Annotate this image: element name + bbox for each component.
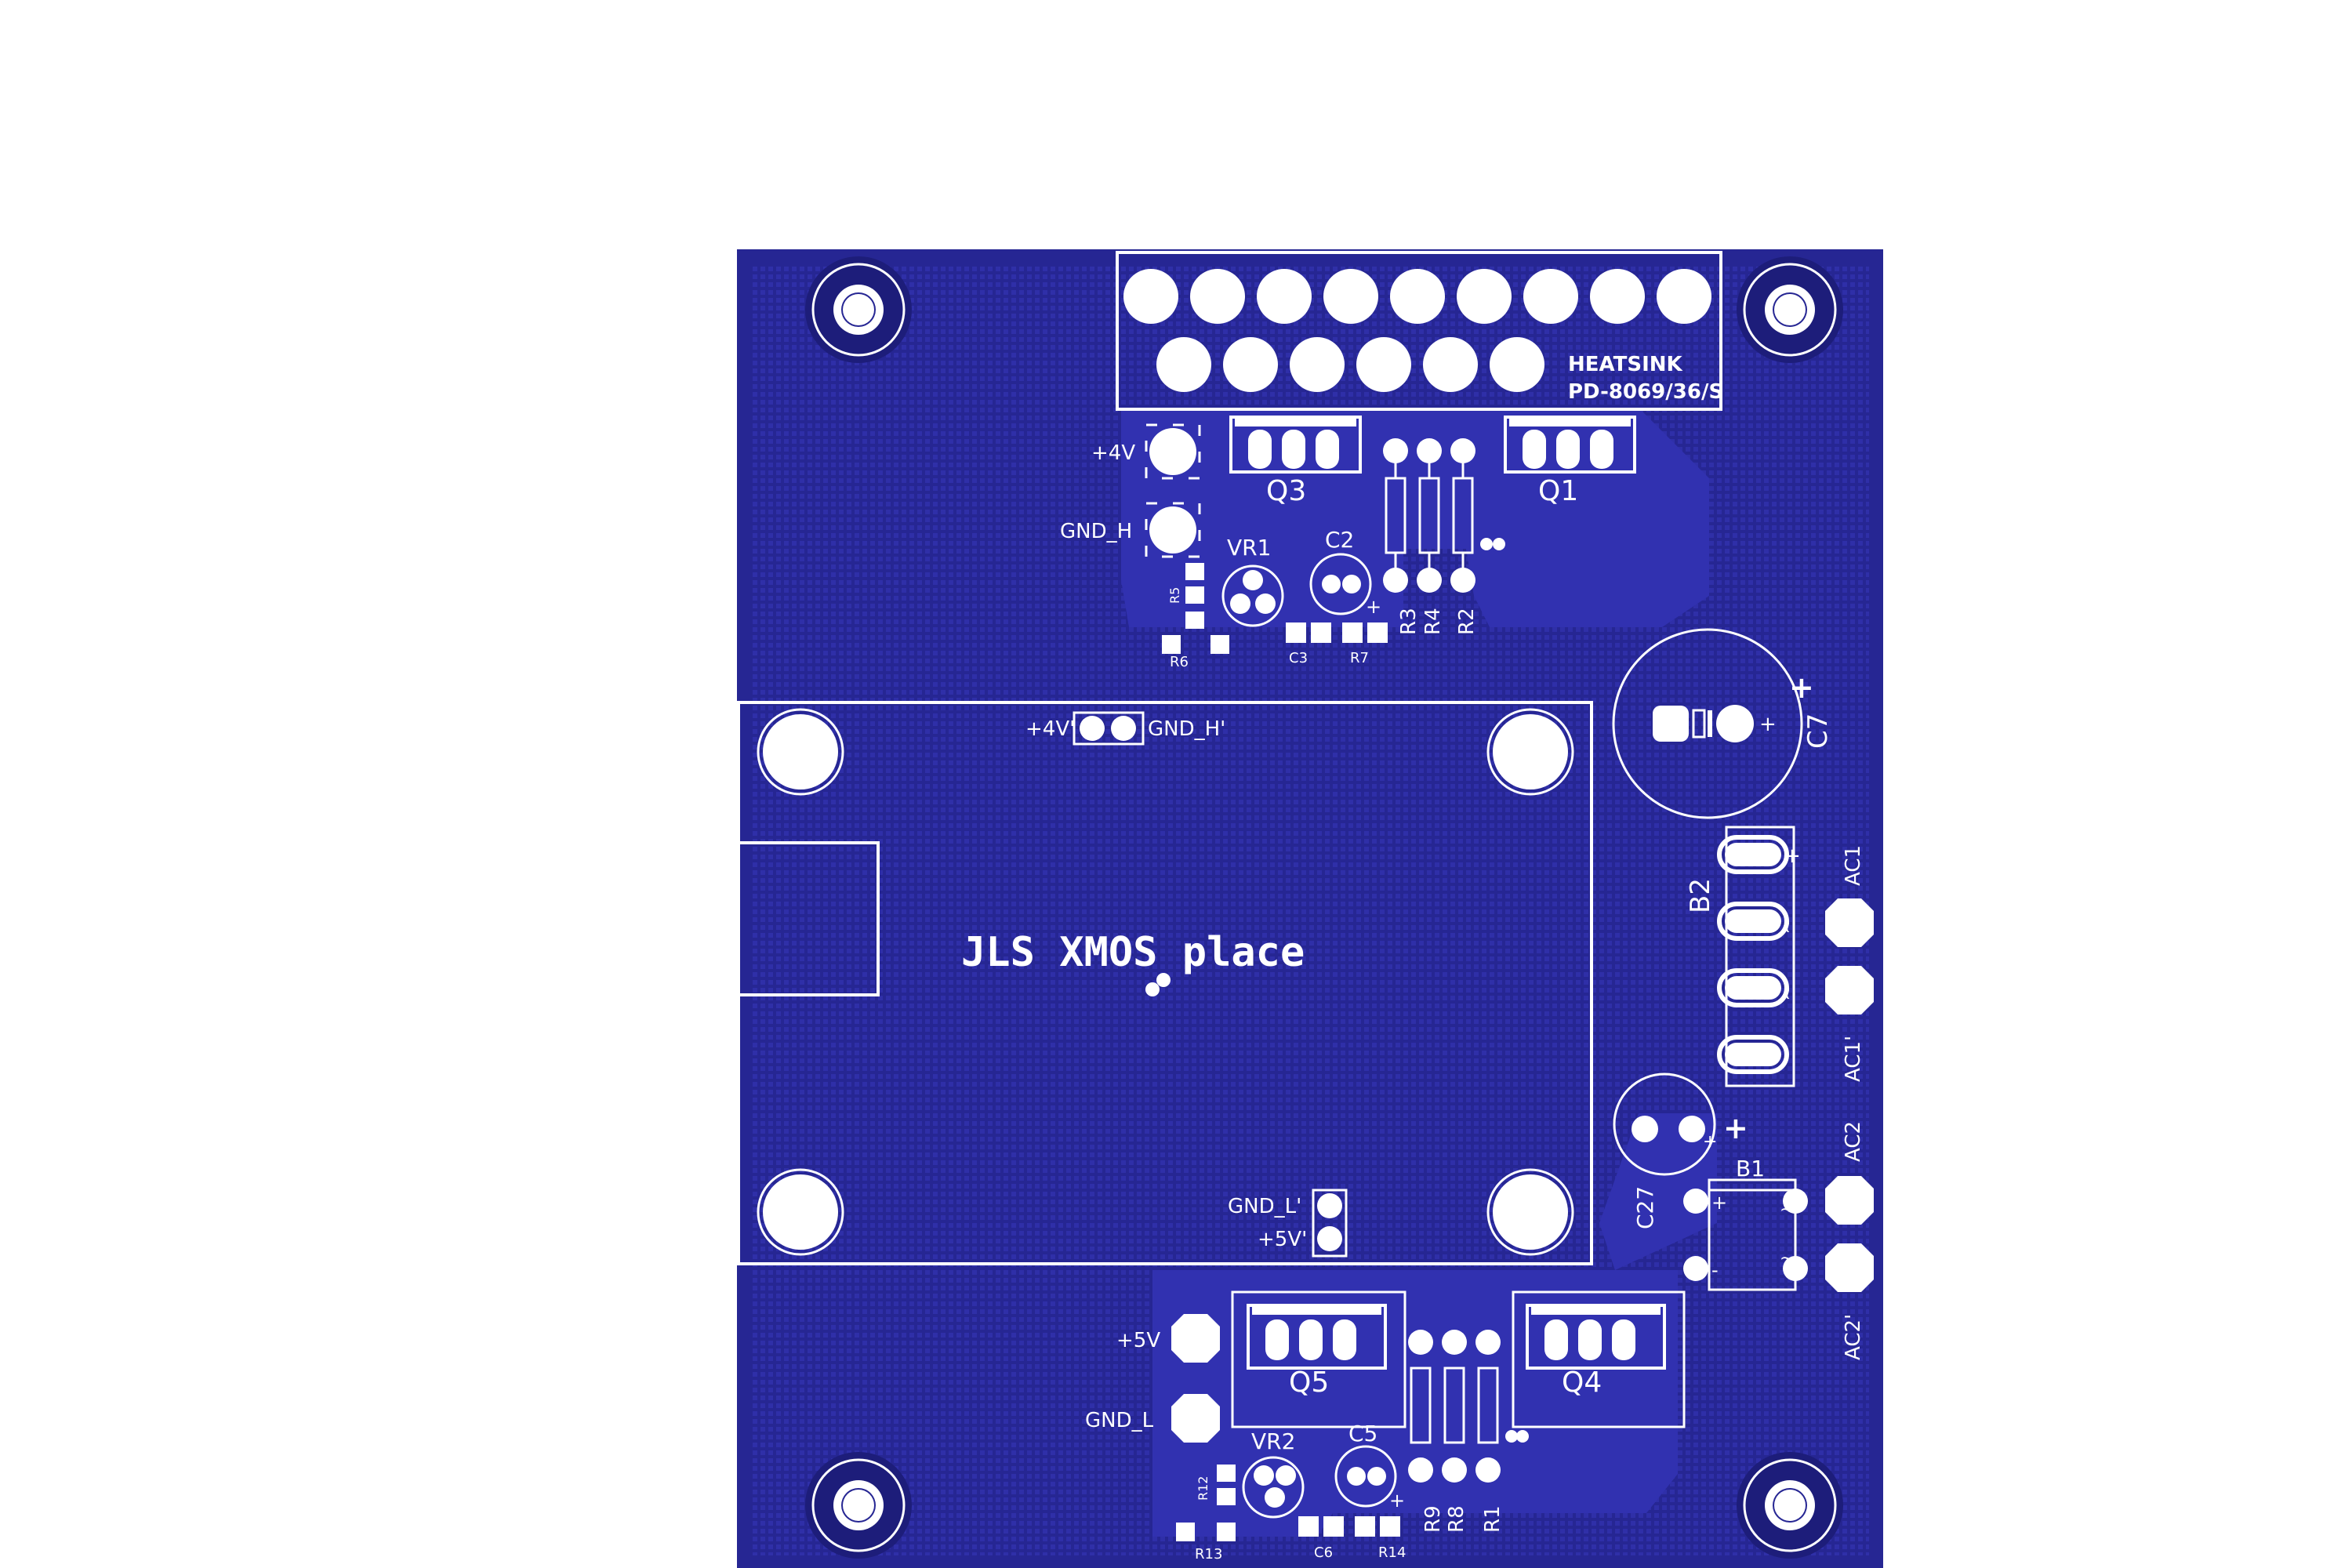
transistor-q5: Q5: [1231, 1290, 1406, 1428]
pad-plus5v: +5V: [1116, 1314, 1220, 1363]
r7-label: R7: [1350, 650, 1369, 666]
transistor-q1: Q1: [1504, 416, 1636, 507]
label-gnd-h: GND_H: [1060, 520, 1132, 543]
heatsink-holes-row1: [1123, 269, 1711, 324]
r4-label: R4: [1421, 608, 1445, 635]
heatsink-holes-row2: [1156, 337, 1544, 392]
b1-ac-1: ~: [1780, 1200, 1794, 1220]
c7-plus-inner: +: [1759, 713, 1777, 736]
heatsink-label-line2: PD-8069/36/S: [1568, 380, 1723, 404]
c7-plus-outer: +: [1789, 670, 1814, 705]
xmos-module-outline: JLS XMOS place: [737, 701, 1593, 1265]
c27-plus-inner: +: [1703, 1132, 1717, 1152]
label-gnd-l: GND_L: [1085, 1409, 1154, 1432]
label-plus4v: +4V: [1091, 441, 1135, 465]
pad-gnd-l: GND_L: [1085, 1394, 1220, 1443]
mount-hole-bottom-right: [1737, 1452, 1843, 1559]
r3-label: R3: [1397, 608, 1421, 635]
bridge-rectifier-b1: B1 + - ~ ~: [1683, 1156, 1808, 1291]
label-ac2: AC2: [1842, 1121, 1865, 1162]
regulator-vr2: VR2: [1242, 1428, 1305, 1519]
resistors-r3-r4-r2: R3 R4 R2: [1383, 438, 1505, 635]
r1-label: R1: [1481, 1505, 1504, 1533]
capacitor-c7: + C7 +: [1612, 628, 1834, 819]
label-ac1: AC1: [1842, 845, 1865, 886]
r5-label: R5: [1167, 587, 1182, 604]
label-gnd-h-prime: GND_H': [1148, 717, 1225, 741]
bridge-rectifier-b2: + ~ ~ - B2: [1685, 826, 1801, 1087]
xmos-mount-holes: [757, 708, 1574, 1256]
b1-plus: +: [1711, 1192, 1727, 1214]
b2-plus: +: [1784, 844, 1801, 868]
q1-label: Q1: [1538, 475, 1578, 507]
label-plus4v-prime: +4V': [1025, 717, 1075, 741]
label-ac1-prime: AC1': [1842, 1036, 1865, 1082]
mount-hole-bottom-left: [805, 1452, 912, 1559]
c5-label: C5: [1348, 1421, 1377, 1446]
mount-hole-top-left: [805, 256, 912, 363]
r14-label: R14: [1378, 1544, 1406, 1561]
header-plus4v-gndh-prime: +4V' GND_H': [1025, 711, 1225, 746]
c6-label: C6: [1314, 1544, 1333, 1561]
r6-label: R6: [1170, 654, 1189, 670]
b2-label: B2: [1685, 878, 1716, 913]
xmos-title: JLS XMOS place: [961, 929, 1305, 976]
vr2-label: VR2: [1251, 1428, 1295, 1454]
r2-label: R2: [1455, 608, 1479, 635]
label-plus5v: +5V: [1116, 1329, 1160, 1352]
pad-gnd-h: GND_H: [1060, 502, 1201, 558]
c2-label: C2: [1325, 527, 1354, 553]
b1-label: B1: [1736, 1156, 1765, 1181]
label-ac2-prime: AC2': [1842, 1314, 1865, 1360]
pad-ac1: AC1: [1825, 845, 1874, 947]
c27-label: C27: [1632, 1186, 1658, 1229]
r13-label: R13: [1195, 1546, 1222, 1563]
c27-plus-outer: +: [1723, 1111, 1748, 1145]
smd-pads-bottom: [1176, 1465, 1400, 1541]
label-gnd-l-prime: GND_L': [1228, 1195, 1301, 1218]
transistor-q4: Q4: [1512, 1290, 1686, 1428]
b1-ac-2: ~: [1780, 1249, 1794, 1269]
q4-label: Q4: [1562, 1367, 1602, 1399]
label-plus5v-prime: +5V': [1258, 1228, 1307, 1251]
b1-minus: -: [1711, 1259, 1719, 1281]
c5-plus: +: [1389, 1490, 1405, 1512]
heatsink-label-line1: HEATSINK: [1568, 353, 1683, 376]
b2-ac-2: ~: [1776, 984, 1799, 1001]
r12-label: R12: [1196, 1476, 1210, 1501]
b2-minus: -: [1776, 1052, 1799, 1059]
pad-ac2: AC2: [1825, 1121, 1874, 1225]
copper-plane-right: [1599, 1113, 1717, 1270]
transistor-q3: Q3: [1229, 416, 1362, 507]
q5-label: Q5: [1289, 1367, 1329, 1399]
b2-ac-1: ~: [1776, 917, 1799, 935]
r9-label: R9: [1421, 1505, 1445, 1533]
pad-ac2-prime: AC2': [1825, 1243, 1874, 1360]
smd-pads-top: [1162, 563, 1388, 654]
mount-hole-top-right: [1737, 256, 1843, 363]
capacitor-c5: C5 +: [1334, 1421, 1405, 1512]
c3-label: C3: [1289, 650, 1308, 666]
header-gndl-plus5v-prime: GND_L' +5V': [1228, 1189, 1348, 1258]
pad-ac1-prime: AC1': [1825, 966, 1874, 1082]
vr1-label: VR1: [1227, 535, 1271, 561]
r8-label: R8: [1445, 1505, 1468, 1533]
heatsink-footprint: HEATSINK PD-8069/36/S: [1116, 251, 1723, 411]
pad-plus4v: +4V: [1091, 423, 1201, 480]
capacitor-c2: C2 +: [1309, 527, 1381, 618]
regulator-vr1: VR1: [1221, 535, 1284, 627]
resistors-r9-r8-r1: R9 R8 R1: [1408, 1330, 1529, 1533]
c2-plus: +: [1366, 596, 1381, 618]
c7-label: C7: [1802, 713, 1834, 749]
q3-label: Q3: [1266, 475, 1306, 507]
capacitor-c27: + + C27: [1613, 1073, 1748, 1229]
